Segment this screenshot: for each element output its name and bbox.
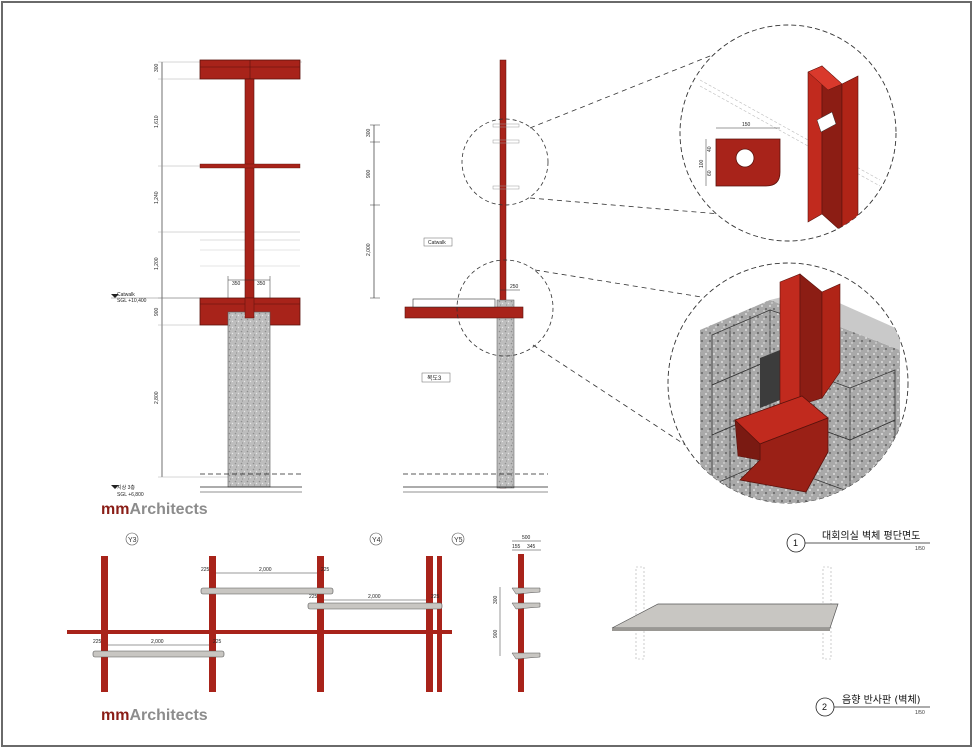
elevation-dim-5: 900	[154, 307, 160, 316]
small-dim-2: 155	[512, 544, 521, 550]
small-dim-5: 900	[493, 629, 499, 638]
detail-dim-3: 40	[707, 146, 713, 152]
mid-rail	[199, 163, 301, 169]
detail-bottom	[667, 262, 909, 504]
section-tag-catwalk: Catwalk	[428, 240, 446, 246]
detail-dim-2: 100	[699, 159, 705, 168]
elevation-dim-6: 2,800	[154, 391, 160, 404]
detail-circle-top	[679, 24, 897, 242]
plan-offset-2: 225	[321, 567, 330, 573]
section-tag-room: 복도3	[427, 375, 442, 382]
plan-column	[426, 556, 433, 692]
level-marker	[111, 294, 119, 298]
leader-line	[532, 344, 691, 449]
plan-panel	[200, 587, 334, 595]
section-dim-1: 300	[366, 128, 372, 137]
plan-offset-3: 225	[309, 594, 318, 600]
plan-span-2: 2,000	[368, 594, 381, 600]
catwalk-railing	[412, 298, 496, 308]
drawing-scale-2: 1/50	[915, 710, 925, 716]
level-ground: 지상 3층	[117, 484, 135, 491]
level-catwalk-sgl: SGL +10,400	[117, 298, 147, 304]
drawing-title-1: 1 대회의실 벽체 평단면도 1/50	[786, 530, 930, 553]
wall-section: 300 900 2,000 250 Catwalk 복도3	[366, 43, 741, 493]
plan-offset-5: 225	[93, 639, 102, 645]
drawing-title-1-text: 대회의실 벽체 평단면도	[822, 530, 920, 542]
small-dim-4: 300	[493, 595, 499, 604]
bracket	[492, 123, 520, 128]
detail-dim-4: 60	[707, 170, 713, 176]
grid-label-y4: Y4	[372, 537, 381, 544]
detail-top: 150 100 40 60	[679, 24, 897, 242]
level-ground-sgl: SGL +6,800	[117, 492, 144, 498]
panel-section-shelf	[511, 602, 541, 610]
panel-section: 500 155 345 300 900	[493, 535, 541, 692]
section-dim-3: 2,000	[366, 243, 372, 256]
plan-beam	[67, 630, 452, 634]
plan-panel	[92, 650, 225, 658]
plan-panel	[307, 602, 443, 610]
section-concrete	[496, 299, 515, 489]
steel-column	[244, 78, 255, 319]
room-tag	[421, 372, 451, 383]
small-dim-1: 500	[522, 535, 531, 541]
reflector-panel	[611, 603, 839, 629]
section-dim-2: 900	[366, 169, 372, 178]
drawing-number-1: 1	[793, 538, 798, 548]
grid-label-y3: Y3	[128, 537, 137, 544]
catwalk-tag	[423, 237, 453, 247]
grid-bubble	[369, 532, 383, 546]
wall-plan: Y3 Y4 Y5 2,000 225 225 2,000 225 225 2,0…	[67, 532, 465, 692]
elevation-dim-3: 1,240	[154, 191, 160, 204]
leader-line	[529, 43, 741, 129]
small-dim-3: 345	[527, 544, 536, 550]
leader-line	[529, 197, 721, 215]
panel-section-shelf	[511, 587, 541, 595]
grid-label-y5: Y5	[454, 537, 463, 544]
elevation-dim-4: 1,200	[154, 257, 160, 270]
elevation-dim-1: 300	[154, 63, 160, 72]
callout-circle-bottom	[456, 259, 554, 357]
plan-offset-6: 225	[213, 639, 222, 645]
plan-offset-1: 225	[201, 567, 210, 573]
leader-line	[534, 269, 721, 301]
plan-offset-4: 225	[431, 594, 440, 600]
elevation-dim-7: 350	[232, 281, 241, 287]
plan-span-3: 2,000	[151, 639, 164, 645]
bracket	[492, 139, 520, 144]
concrete-pier	[227, 311, 271, 488]
panel-edge	[612, 628, 830, 631]
panel-section-column	[518, 554, 524, 692]
reflector-panel-3d	[611, 566, 839, 660]
plan-column	[101, 556, 108, 692]
elevation-dim-2: 1,610	[154, 115, 160, 128]
brand-logo-top: mmArchitects	[101, 501, 208, 518]
wall-elevation: 300 1,610 1,240 1,200 900 2,800 350 350 …	[111, 59, 302, 498]
column-base	[244, 297, 255, 319]
drawing-number-2: 2	[822, 702, 827, 712]
callout-circle-top	[461, 118, 549, 206]
level-catwalk: Catwalk	[117, 292, 135, 298]
level-marker	[111, 485, 119, 489]
plan-column	[317, 556, 324, 692]
plan-column	[437, 556, 442, 692]
plan-column	[209, 556, 216, 692]
bracket	[492, 185, 520, 190]
bracket-hole	[735, 148, 755, 168]
drawing-title-2-text: 음향 반사판 (벽체)	[842, 694, 921, 706]
panel-section-shelf	[511, 652, 541, 660]
plan-span-1: 2,000	[259, 567, 272, 573]
drawing-title-2: 2 음향 반사판 (벽체) 1/50	[815, 694, 930, 717]
drawing-scale-1: 1/50	[915, 546, 925, 552]
elevation-dim-8: 350	[257, 281, 266, 287]
catwalk-slab	[404, 306, 524, 319]
section-dim-4: 250	[510, 284, 519, 290]
grid-bubble	[451, 532, 465, 546]
grid-bubble	[125, 532, 139, 546]
brand-logo-bottom: mmArchitects	[101, 707, 208, 724]
detail-dim-1: 150	[742, 122, 751, 128]
